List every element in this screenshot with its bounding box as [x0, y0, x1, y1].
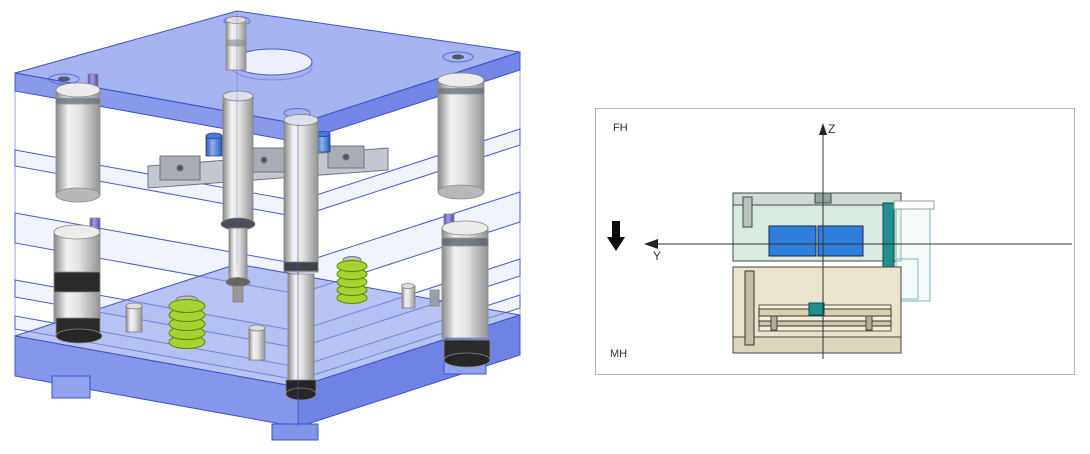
assembly-3d-drawing [14, 10, 521, 441]
cavity-insert-left [768, 225, 817, 257]
guide-pillar-left-upper [55, 73, 101, 203]
section-moving-half [732, 266, 902, 354]
section-fixed-half [732, 192, 902, 262]
moving-half-label: MH [610, 348, 627, 360]
z-axis-label: Z [828, 122, 835, 136]
center-clamp-assembly [147, 145, 389, 189]
spring-right [336, 256, 368, 304]
center-column-left [220, 90, 256, 303]
section-preview-panel[interactable]: FH MH [595, 108, 1075, 375]
y-axis-label: Y [653, 249, 661, 263]
assembly-3d-viewport[interactable] [0, 0, 560, 454]
cavity-insert-right [817, 225, 864, 257]
spring-left [168, 295, 206, 349]
ejector-teal-block [808, 302, 825, 316]
blue-knob-left [205, 132, 223, 157]
guide-pillar-right-lower [441, 213, 491, 368]
y-axis-arrowhead [644, 239, 658, 249]
z-axis-arrowhead [819, 123, 827, 135]
fixed-half-label: FH [613, 122, 628, 134]
guide-pillar-right-upper [437, 72, 485, 200]
guide-pillar-left-lower [53, 217, 103, 344]
section-drawing: FH MH [607, 122, 1072, 360]
small-pins [125, 283, 440, 361]
sprue-bushing-cylinder [225, 16, 247, 71]
pull-direction-arrow-icon [607, 221, 625, 251]
mold-edge-lines [14, 11, 521, 427]
center-column-right [283, 114, 319, 401]
axes [646, 131, 1072, 359]
